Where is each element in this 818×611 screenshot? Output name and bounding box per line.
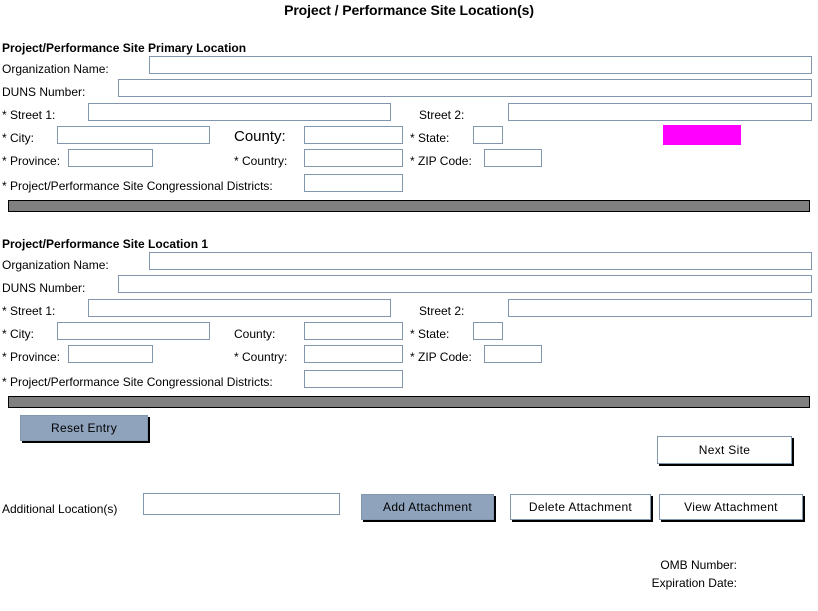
city-input-2[interactable]	[57, 322, 210, 340]
state-input[interactable]	[473, 126, 503, 144]
delete-attachment-button[interactable]: Delete Attachment	[510, 494, 651, 520]
duns-number-input-2[interactable]	[118, 275, 812, 293]
state-label: * State:	[410, 131, 450, 145]
county-input[interactable]	[304, 126, 403, 144]
duns-number-label-2: DUNS Number:	[2, 281, 86, 295]
county-input-2[interactable]	[304, 322, 403, 340]
zip-code-label: * ZIP Code:	[410, 154, 472, 168]
state-label-2: * State:	[410, 327, 450, 341]
organization-name-label: Organization Name:	[2, 62, 109, 76]
street2-input[interactable]	[508, 103, 812, 121]
congressional-districts-input[interactable]	[304, 174, 403, 192]
city-label: * City:	[2, 131, 35, 145]
zip-code-label-2: * ZIP Code:	[410, 350, 472, 364]
state-input-2[interactable]	[473, 322, 503, 340]
province-input[interactable]	[68, 149, 153, 167]
duns-number-input[interactable]	[118, 79, 812, 97]
zip-code-input[interactable]	[484, 149, 542, 167]
street2-input-2[interactable]	[508, 299, 812, 317]
reset-entry-button[interactable]: Reset Entry	[20, 415, 148, 441]
country-input[interactable]	[304, 149, 403, 167]
city-input[interactable]	[57, 126, 210, 144]
street1-input[interactable]	[88, 103, 391, 121]
county-label: County:	[234, 128, 286, 145]
view-attachment-button[interactable]: View Attachment	[659, 494, 803, 520]
additional-locations-label: Additional Location(s)	[2, 502, 118, 516]
next-site-button[interactable]: Next Site	[657, 436, 792, 464]
magenta-highlight-block	[663, 125, 741, 145]
additional-locations-input[interactable]	[143, 493, 340, 515]
province-input-2[interactable]	[68, 345, 153, 363]
congressional-districts-label-2: * Project/Performance Site Congressional…	[2, 375, 273, 389]
organization-name-input-2[interactable]	[149, 252, 812, 270]
city-label-2: * City:	[2, 327, 35, 341]
street2-label-2: Street 2:	[419, 304, 465, 318]
section-separator-2	[8, 396, 810, 408]
organization-name-input[interactable]	[149, 56, 812, 74]
section-separator-1	[8, 200, 810, 212]
street2-label: Street 2:	[419, 108, 465, 122]
congressional-districts-label: * Project/Performance Site Congressional…	[2, 179, 273, 193]
duns-number-label: DUNS Number:	[2, 85, 86, 99]
congressional-districts-input-2[interactable]	[304, 370, 403, 388]
country-label: * Country:	[234, 154, 288, 168]
zip-code-input-2[interactable]	[484, 345, 542, 363]
province-label-2: * Province:	[2, 350, 61, 364]
street1-input-2[interactable]	[88, 299, 391, 317]
street1-label: * Street 1:	[2, 108, 56, 122]
country-label-2: * Country:	[234, 350, 288, 364]
omb-number-label: OMB Number:	[660, 558, 737, 572]
page-title: Project / Performance Site Location(s)	[284, 2, 534, 18]
county-label-2: County:	[234, 327, 276, 341]
section-heading-primary-location: Project/Performance Site Primary Locatio…	[2, 41, 247, 55]
country-input-2[interactable]	[304, 345, 403, 363]
expiration-date-label: Expiration Date:	[651, 576, 737, 590]
add-attachment-button[interactable]: Add Attachment	[361, 494, 494, 520]
street1-label-2: * Street 1:	[2, 304, 56, 318]
section-heading-site-location-1: Project/Performance Site Location 1	[2, 237, 209, 251]
organization-name-label-2: Organization Name:	[2, 258, 109, 272]
province-label: * Province:	[2, 154, 61, 168]
